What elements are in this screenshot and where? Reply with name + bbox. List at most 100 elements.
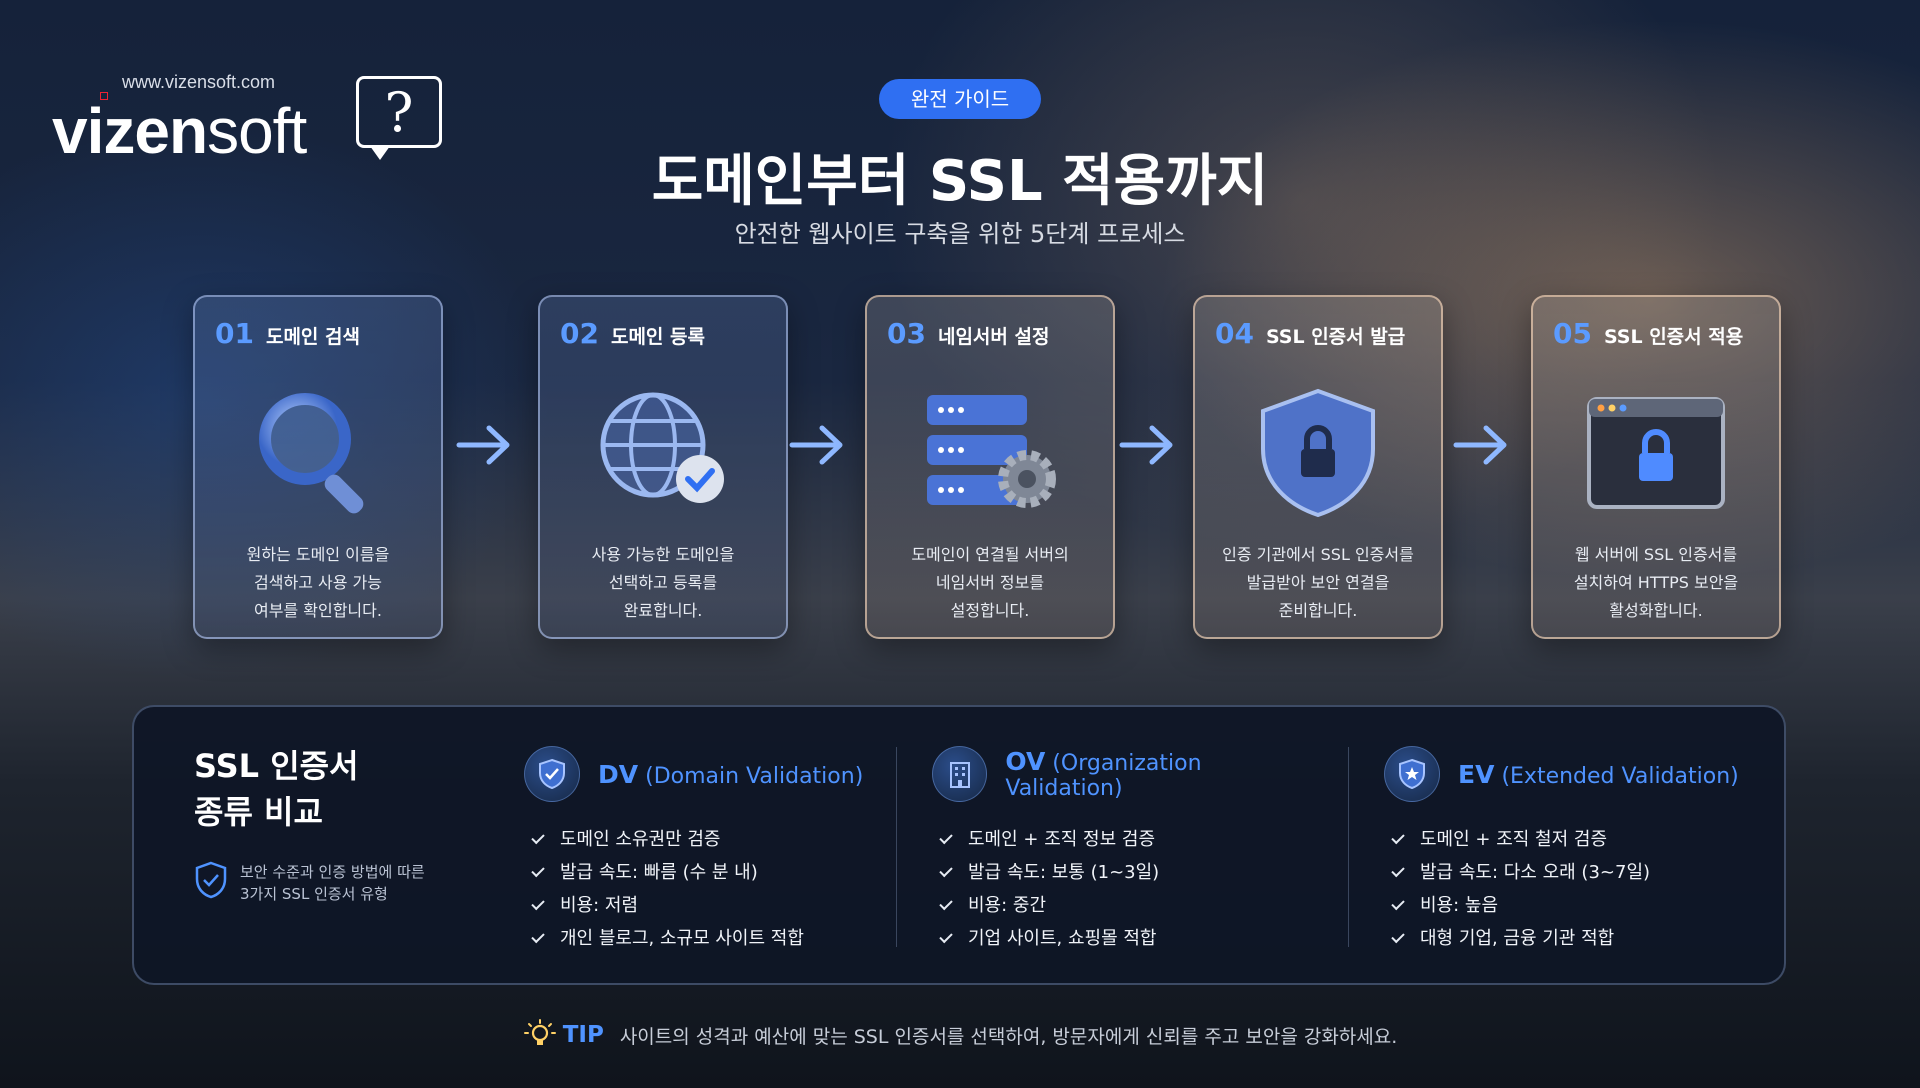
step-desc-line: 원하는 도메인 이름을 xyxy=(246,545,390,564)
cert-full-name: (Extended Validation) xyxy=(1501,763,1739,789)
list-item: 대형 기업, 금융 기관 적합 xyxy=(1391,922,1774,955)
comparison-title-line: SSL 인증서 xyxy=(194,747,359,785)
list-item: 비용: 높음 xyxy=(1391,889,1774,922)
list-item: 기업 사이트, 쇼핑몰 적합 xyxy=(939,922,1322,955)
shield-check-icon xyxy=(524,746,580,802)
check-icon xyxy=(531,863,545,878)
cert-full-name: (Domain Validation) xyxy=(645,763,864,789)
comparison-note-line: 보안 수준과 인증 방법에 따른 xyxy=(240,863,425,881)
check-icon xyxy=(531,896,545,911)
comparison-note: 보안 수준과 인증 방법에 따른 3가지 SSL 인증서 유형 xyxy=(194,861,425,905)
step-card-3[interactable]: 03 네임서버 설정 도메인이 연결될 서버의 네임서버 정보를 설정합니다. xyxy=(865,295,1115,639)
dv-column: DV (Domain Validation) 도메인 소유권만 검증 발급 속도… xyxy=(524,745,914,955)
list-item: 비용: 저렴 xyxy=(531,889,914,922)
step-label: SSL 인증서 발급 xyxy=(1265,326,1406,348)
step-number: 02 xyxy=(560,317,599,350)
check-icon xyxy=(531,929,545,944)
comparison-note-line: 3가지 SSL 인증서 유형 xyxy=(240,885,388,903)
step-number: 03 xyxy=(887,317,926,350)
step-card-1[interactable]: 01 도메인 검색 원하는 도메인 이름을 검색하고 사용 가능 여부를 확인합… xyxy=(193,295,443,639)
step-card-4[interactable]: 04 SSL 인증서 발급 인증 기관에서 SSL 인증서를 발급받아 보안 연… xyxy=(1193,295,1443,639)
step-desc-line: 네임서버 정보를 xyxy=(935,573,1045,592)
check-icon xyxy=(1391,863,1405,878)
list-item: 비용: 중간 xyxy=(939,889,1322,922)
step-desc-line: 사용 가능한 도메인을 xyxy=(591,545,735,564)
bubble-tail xyxy=(370,146,390,160)
comparison-title-line: 종류 비교 xyxy=(194,793,323,831)
ev-column: EV (Extended Validation) 도메인 + 조직 철저 검증 … xyxy=(1384,745,1774,955)
list-item: 개인 블로그, 소규모 사이트 적합 xyxy=(531,922,914,955)
cert-full-name: (Organization Validation) xyxy=(1005,751,1202,801)
check-icon xyxy=(939,929,953,944)
brand-logo[interactable]: www.vizensoft.com vizensoft ? xyxy=(52,72,452,172)
building-icon xyxy=(932,746,988,802)
list-item: 발급 속도: 보통 (1~3일) xyxy=(939,856,1322,889)
step-desc-line: 발급받아 보안 연결을 xyxy=(1246,573,1390,592)
step-desc-line: 설치하여 HTTPS 보안을 xyxy=(1573,573,1739,592)
tip-label: TIP xyxy=(562,1022,604,1048)
list-item: 발급 속도: 다소 오래 (3~7일) xyxy=(1391,856,1774,889)
step-desc-line: 활성화합니다. xyxy=(1609,601,1703,620)
step-label: 도메인 등록 xyxy=(610,326,705,348)
step-number: 04 xyxy=(1215,317,1254,350)
cert-abbr: DV xyxy=(598,759,639,789)
check-icon xyxy=(1391,896,1405,911)
step-card-5[interactable]: 05 SSL 인증서 적용 웹 서버에 SSL 인증서를 설치하여 HTTPS … xyxy=(1531,295,1781,639)
shield-lock-icon xyxy=(1261,388,1375,517)
arrow-right-icon xyxy=(1119,425,1173,465)
shield-star-icon xyxy=(1384,746,1440,802)
step-desc-line: 완료합니다. xyxy=(623,601,703,620)
ssl-comparison-panel: SSL 인증서 종류 비교 보안 수준과 인증 방법에 따른 3가지 SSL 인… xyxy=(132,705,1786,985)
step-desc-line: 웹 서버에 SSL 인증서를 xyxy=(1574,545,1738,564)
step-number: 05 xyxy=(1553,317,1592,350)
server-gear-icon xyxy=(927,395,1056,508)
check-icon xyxy=(939,863,953,878)
step-label: 도메인 검색 xyxy=(265,326,360,348)
logo-name-light: soft xyxy=(207,95,307,167)
list-item: 도메인 + 조직 정보 검증 xyxy=(939,823,1322,856)
guide-badge: 완전 가이드 xyxy=(879,79,1041,119)
magnifier-icon xyxy=(259,393,364,514)
cert-abbr: OV xyxy=(1005,747,1046,776)
check-icon xyxy=(1391,929,1405,944)
arrow-right-icon xyxy=(456,425,510,465)
shield-check-icon xyxy=(195,861,227,899)
list-item: 도메인 + 조직 철저 검증 xyxy=(1391,823,1774,856)
logo-wordmark: vizensoft xyxy=(52,94,307,168)
lightbulb-icon xyxy=(523,1019,556,1045)
check-icon xyxy=(939,896,953,911)
browser-lock-icon xyxy=(1587,397,1725,509)
list-item: 도메인 소유권만 검증 xyxy=(531,823,914,856)
tip-text: 사이트의 성격과 예산에 맞는 SSL 인증서를 선택하여, 방문자에게 신뢰를… xyxy=(619,1025,1398,1048)
page-title: 도메인부터 SSL 적용까지 xyxy=(651,149,1269,214)
ov-column: OV (Organization Validation) 도메인 + 조직 정보… xyxy=(932,745,1322,955)
comparison-title: SSL 인증서 종류 비교 xyxy=(194,743,359,835)
globe-check-icon xyxy=(600,392,724,503)
step-desc-line: 도메인이 연결될 서버의 xyxy=(911,545,1069,564)
page-subtitle: 안전한 웹사이트 구축을 위한 5단계 프로세스 xyxy=(734,220,1186,248)
check-icon xyxy=(1391,830,1405,845)
step-desc-line: 인증 기관에서 SSL 인증서를 xyxy=(1222,545,1414,564)
logo-url: www.vizensoft.com xyxy=(122,72,276,92)
dv-title: DV (Domain Validation) xyxy=(598,760,863,789)
question-bubble-icon: ? xyxy=(356,76,442,148)
step-label: SSL 인증서 적용 xyxy=(1603,326,1744,348)
step-card-2[interactable]: 02 도메인 등록 사용 가능한 도메인을 선택하고 등록를 완료합니다. xyxy=(538,295,788,639)
column-divider xyxy=(896,747,897,947)
check-icon xyxy=(939,830,953,845)
arrow-right-icon xyxy=(789,425,843,465)
step-label: 네임서버 설정 xyxy=(937,326,1050,348)
ov-title: OV (Organization Validation) xyxy=(1005,747,1322,801)
ev-title: EV (Extended Validation) xyxy=(1458,760,1739,789)
step-desc-line: 설정합니다. xyxy=(950,601,1030,620)
list-item: 발급 속도: 빠름 (수 분 내) xyxy=(531,856,914,889)
step-desc-line: 준비합니다. xyxy=(1278,601,1358,620)
step-number: 01 xyxy=(215,317,254,350)
check-icon xyxy=(531,830,545,845)
step-desc-line: 선택하고 등록를 xyxy=(608,573,718,592)
tip-bar: TIP 사이트의 성격과 예산에 맞는 SSL 인증서를 선택하여, 방문자에게… xyxy=(0,1018,1920,1052)
step-desc-line: 검색하고 사용 가능 xyxy=(254,573,382,592)
logo-name-bold: vizen xyxy=(52,95,208,167)
column-divider xyxy=(1348,747,1349,947)
